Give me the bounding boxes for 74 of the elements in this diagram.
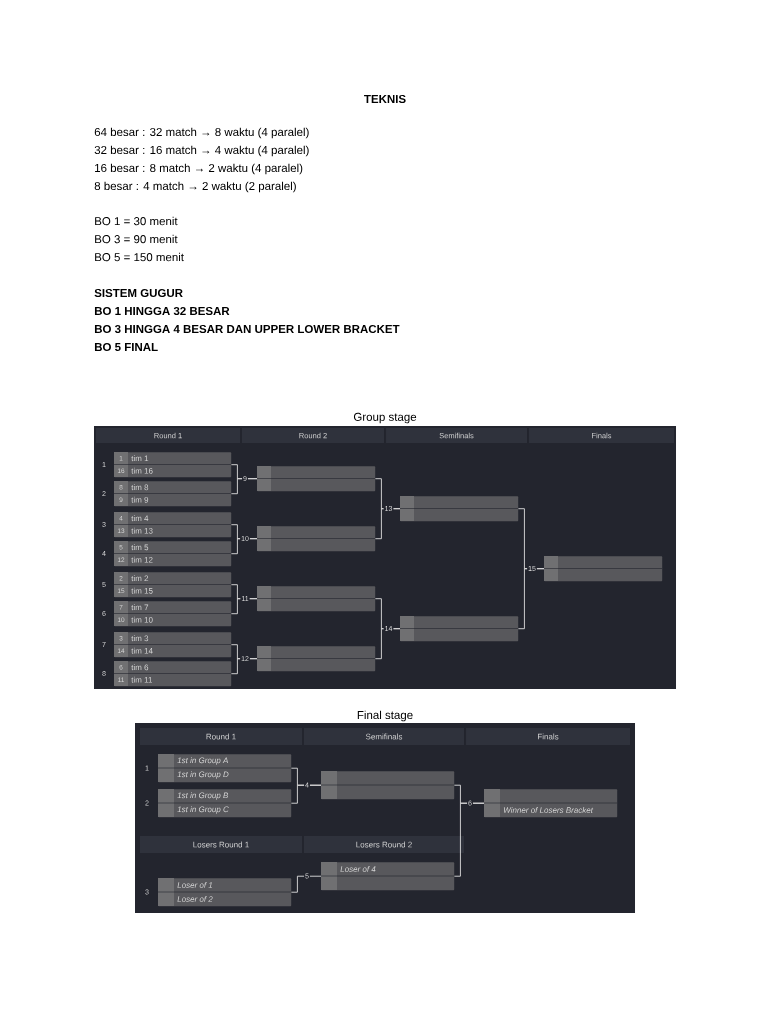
team-name: 1st in Group D bbox=[177, 771, 229, 779]
stage-title: Final stage bbox=[357, 710, 413, 722]
match-box bbox=[256, 466, 376, 492]
match-box bbox=[157, 878, 292, 907]
text-line: BO 1 = 30 menit bbox=[95, 216, 178, 226]
match-box bbox=[113, 481, 232, 507]
match-box bbox=[113, 512, 232, 538]
column-header: Round 1 bbox=[140, 728, 302, 745]
text-line: BO 1 HINGGA 32 BESAR bbox=[94, 306, 230, 316]
match-box bbox=[113, 541, 232, 567]
team-name: 1st in Group A bbox=[177, 757, 228, 765]
match-box bbox=[399, 496, 519, 522]
team-name: tim 16 bbox=[131, 467, 153, 474]
column-header: Semifinals bbox=[304, 728, 464, 745]
text-line: BO 5 FINAL bbox=[94, 342, 158, 352]
match-box bbox=[113, 601, 232, 627]
title: TEKNIS bbox=[364, 94, 406, 104]
text-line: 32 besar : 16 match → 4 waktu (4 paralel) bbox=[94, 145, 309, 157]
team-name: tim 7 bbox=[131, 604, 149, 611]
text-line: SISTEM GUGUR bbox=[94, 288, 183, 298]
text-line: 64 besar : 32 match → 8 waktu (4 paralel) bbox=[94, 127, 309, 139]
column-header: Losers Round 1 bbox=[140, 836, 302, 853]
team-name: tim 9 bbox=[131, 496, 149, 503]
column-header: Losers Round 2 bbox=[304, 836, 464, 853]
match-box bbox=[113, 661, 232, 687]
match-box bbox=[256, 586, 376, 612]
match-box bbox=[157, 754, 292, 783]
team-name: Loser of 2 bbox=[177, 896, 213, 902]
team-name: tim 11 bbox=[131, 676, 152, 683]
team-name: tim 13 bbox=[131, 527, 153, 534]
team-name: tim 14 bbox=[131, 647, 153, 654]
bracket-line bbox=[230, 538, 258, 555]
match-box bbox=[320, 771, 455, 800]
match-box bbox=[320, 862, 455, 891]
team-name: tim 6 bbox=[131, 664, 149, 671]
stage-title: Group stage bbox=[353, 412, 417, 424]
match-box bbox=[256, 646, 376, 672]
bracket-line bbox=[230, 478, 258, 495]
team-name: tim 1 bbox=[131, 455, 149, 462]
text-line: 16 besar : 8 match → 2 waktu (4 paralel) bbox=[95, 163, 303, 175]
text-line: BO 3 = 90 menit bbox=[95, 234, 178, 244]
match-box bbox=[543, 556, 663, 582]
team-name: tim 2 bbox=[131, 575, 149, 582]
team-name: tim 4 bbox=[131, 515, 149, 522]
team-name: tim 12 bbox=[131, 556, 153, 563]
bracket-line bbox=[290, 875, 322, 893]
bracket-line bbox=[374, 628, 401, 660]
team-name: 1st in Group C bbox=[177, 806, 229, 814]
team-name: Loser of 1 bbox=[177, 882, 213, 888]
bracket-line bbox=[290, 784, 322, 804]
bracket-line bbox=[230, 598, 258, 615]
text-line: 8 besar : 4 match → 2 waktu (2 paralel) bbox=[94, 181, 296, 193]
bracket-line bbox=[453, 802, 485, 877]
team-name: 1st in Group B bbox=[177, 792, 229, 800]
match-box bbox=[399, 616, 519, 642]
match-box bbox=[113, 452, 232, 478]
team-name: Winner of Losers Bracket bbox=[503, 807, 594, 813]
match-box bbox=[256, 526, 376, 552]
match-box bbox=[113, 632, 232, 658]
team-name: tim 8 bbox=[131, 484, 149, 491]
team-name: tim 3 bbox=[131, 635, 149, 642]
match-box bbox=[157, 789, 292, 818]
text-line: BO 3 HINGGA 4 BESAR DAN UPPER LOWER BRACKET bbox=[94, 324, 400, 334]
bracket-line bbox=[374, 508, 401, 540]
match-box bbox=[113, 572, 232, 598]
column-header: Finals bbox=[466, 728, 630, 745]
team-name: Loser of 4 bbox=[340, 866, 376, 872]
match-box bbox=[483, 789, 618, 818]
team-name: tim 10 bbox=[131, 616, 153, 623]
text-line: BO 5 = 150 menit bbox=[95, 252, 184, 262]
team-name: tim 5 bbox=[131, 544, 149, 551]
bracket-line bbox=[230, 658, 258, 675]
team-name: tim 15 bbox=[131, 587, 153, 594]
bracket-line bbox=[517, 568, 545, 630]
